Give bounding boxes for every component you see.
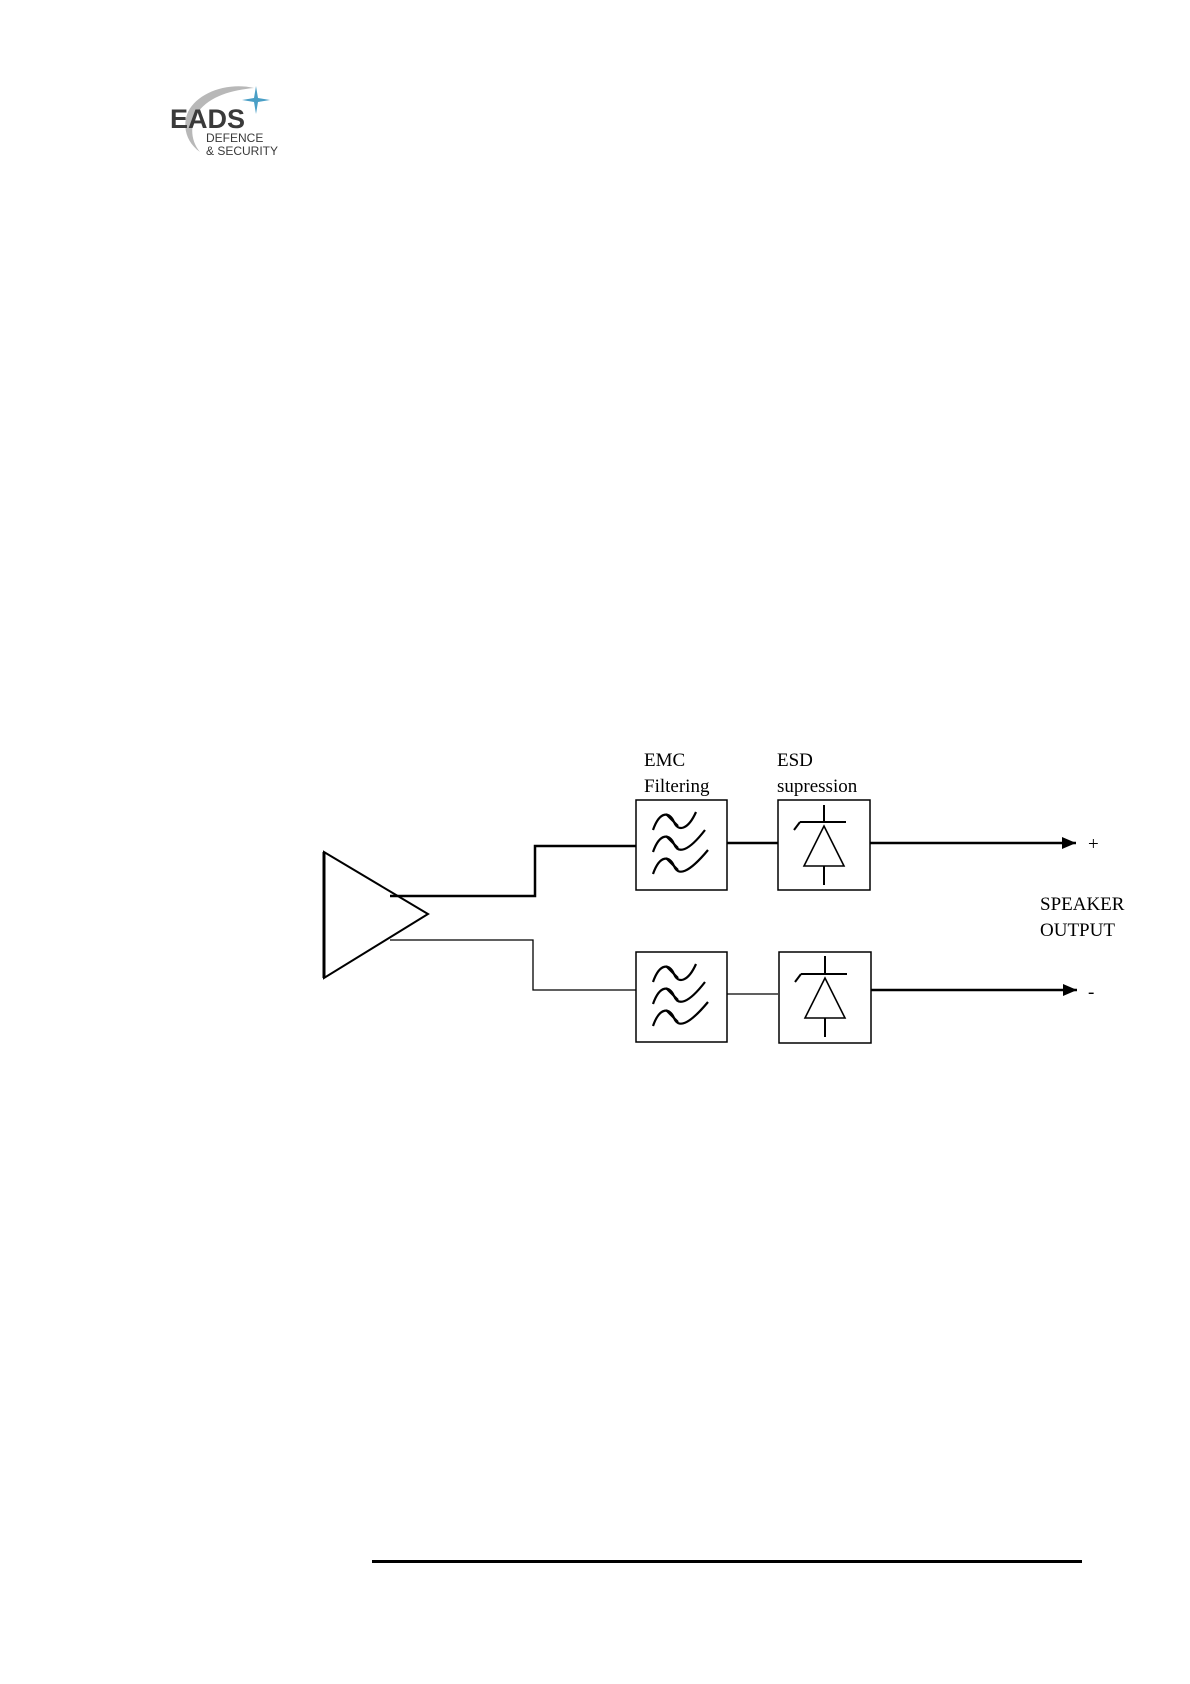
emc-label-line2: Filtering [644,776,710,797]
speaker-output-line1: SPEAKER [1040,894,1125,915]
esd-label-line2: supression [777,776,858,797]
amplifier-triangle [324,852,428,978]
esd-label-line1: ESD [777,750,813,771]
wire-bottom-input [390,940,636,990]
wire-top-input [390,846,636,896]
emc-filter-bottom [636,952,727,1042]
emc-filter-top [636,800,727,890]
minus-label: - [1088,982,1094,1003]
esd-suppressor-bottom [779,952,871,1043]
emc-label-line1: EMC [644,750,685,771]
plus-label: + [1088,834,1099,855]
speaker-output-line2: OUTPUT [1040,920,1115,941]
footer-divider [372,1560,1082,1563]
esd-suppressor-top [778,800,870,890]
